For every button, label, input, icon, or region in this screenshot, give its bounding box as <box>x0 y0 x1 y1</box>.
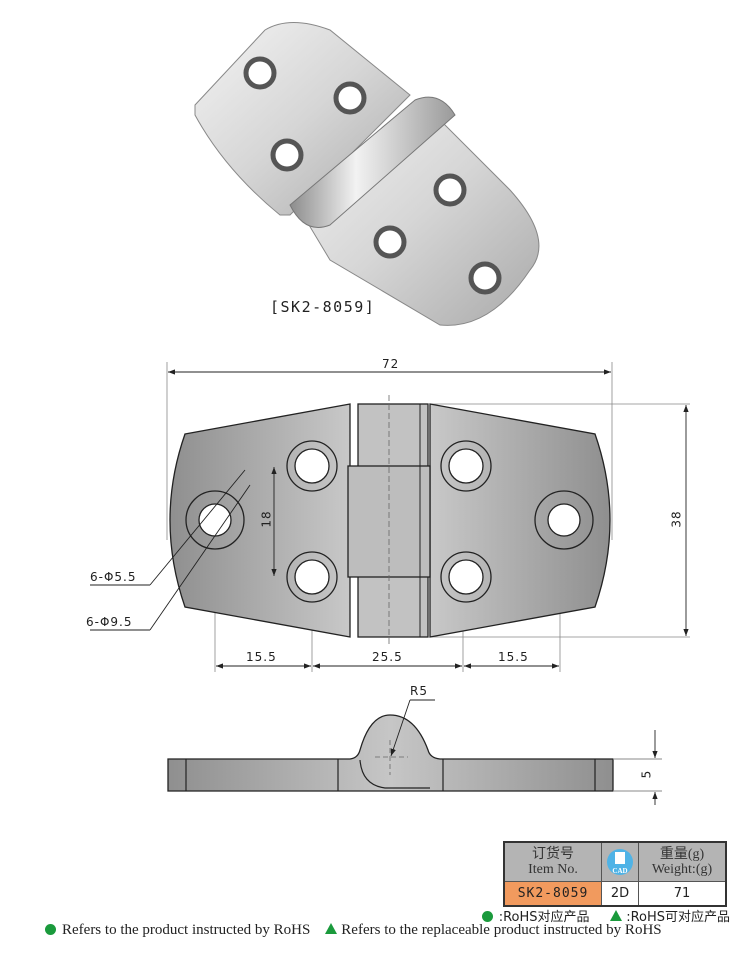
dim-overall-width: 38 <box>669 510 684 528</box>
rohs-legend-en: Refers to the product instructed by RoHS… <box>45 922 662 939</box>
top-view-drawing <box>90 362 690 672</box>
cad-icon: CAD <box>607 849 633 875</box>
side-view-drawing <box>167 699 662 805</box>
spec-table: 订货号 Item No. CAD 重量(g) Weight:(g) SK2-80… <box>503 841 727 907</box>
product-model-label: [SK2-8059] <box>270 298 376 316</box>
header-weight: 重量(g) Weight:(g) <box>638 841 727 882</box>
rohs-legend-cn: :RoHS对应产品 :RoHS可对应产品 <box>481 906 730 925</box>
cad-cell[interactable]: 2D <box>601 881 639 907</box>
callout-hole-diameter: 6-Φ5.5 <box>90 570 137 584</box>
rohs-triangle-icon <box>610 910 623 921</box>
dim-spacing-center: 25.5 <box>372 650 403 664</box>
dim-knuckle-radius: R5 <box>410 684 428 698</box>
header-cad: CAD <box>601 841 639 882</box>
header-item-no-en: Item No. <box>528 862 578 877</box>
header-item-no-cn: 订货号 <box>532 847 574 862</box>
dim-hole-pitch: 18 <box>259 510 274 528</box>
table-row: SK2-8059 2D 71 <box>503 881 727 907</box>
rohs-dot-icon <box>45 924 56 935</box>
header-weight-en: Weight:(g) <box>651 862 713 877</box>
rohs-dot-icon <box>481 911 493 922</box>
dim-thickness: 5 <box>639 769 654 779</box>
rohs-triangle-icon <box>325 923 338 934</box>
dim-spacing-right: 15.5 <box>498 650 529 664</box>
header-weight-cn: 重量(g) <box>659 847 705 862</box>
dim-overall-length: 72 <box>382 357 400 371</box>
item-no-cell[interactable]: SK2-8059 <box>503 881 602 907</box>
header-item-no: 订货号 Item No. <box>503 841 602 882</box>
product-photo <box>194 22 540 326</box>
weight-cell: 71 <box>638 881 727 907</box>
dim-spacing-left: 15.5 <box>246 650 277 664</box>
callout-countersink-diameter: 6-Φ9.5 <box>86 615 133 629</box>
